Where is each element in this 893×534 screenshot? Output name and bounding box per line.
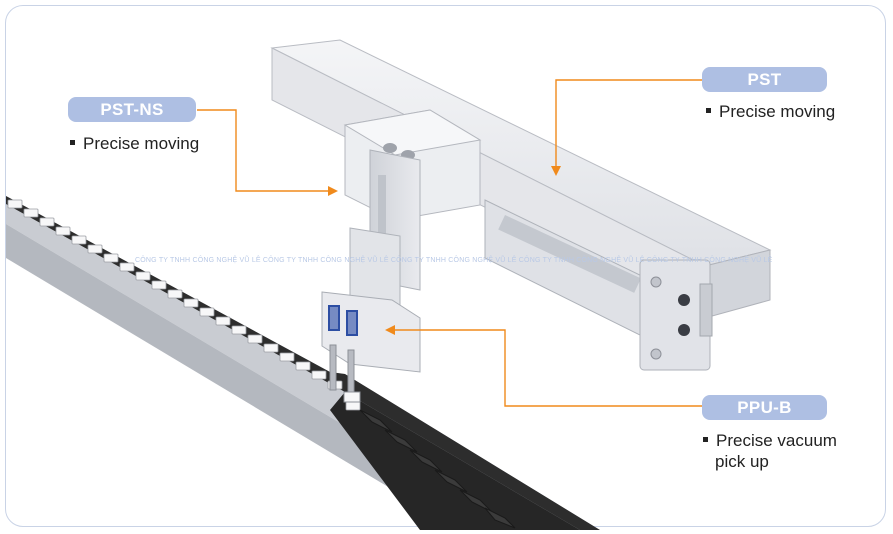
- pst-ns-feature: Precise moving: [70, 133, 199, 154]
- leader-lines: [197, 79, 702, 407]
- pst-ns-feature-text: Precise moving: [83, 134, 200, 153]
- pst-actuator: [270, 39, 772, 371]
- conveyor-parts: [7, 199, 361, 411]
- pst-feature: Precise moving: [706, 101, 835, 122]
- bullet-icon: [706, 108, 711, 114]
- ppu-b-feature-line2: pick up: [715, 452, 769, 471]
- pst-tag: PST: [702, 67, 827, 92]
- ppu-b-gripper: [321, 291, 421, 403]
- bullet-icon: [70, 140, 75, 146]
- leader-arrowheads: [328, 166, 561, 335]
- ppu-b-tag: PPU-B: [702, 395, 827, 420]
- ppu-b-feature: Precise vacuum: [703, 430, 837, 451]
- pst-ns-tag: PST-NS: [68, 97, 196, 122]
- pst-feature-text: Precise moving: [719, 102, 836, 121]
- ppu-b-feature-line1: Precise vacuum: [716, 431, 837, 450]
- bullet-icon: [703, 437, 708, 443]
- watermark-text: CÔNG TY TNHH CÔNG NGHỆ VŨ LÊ CÔNG TY TNH…: [135, 257, 773, 264]
